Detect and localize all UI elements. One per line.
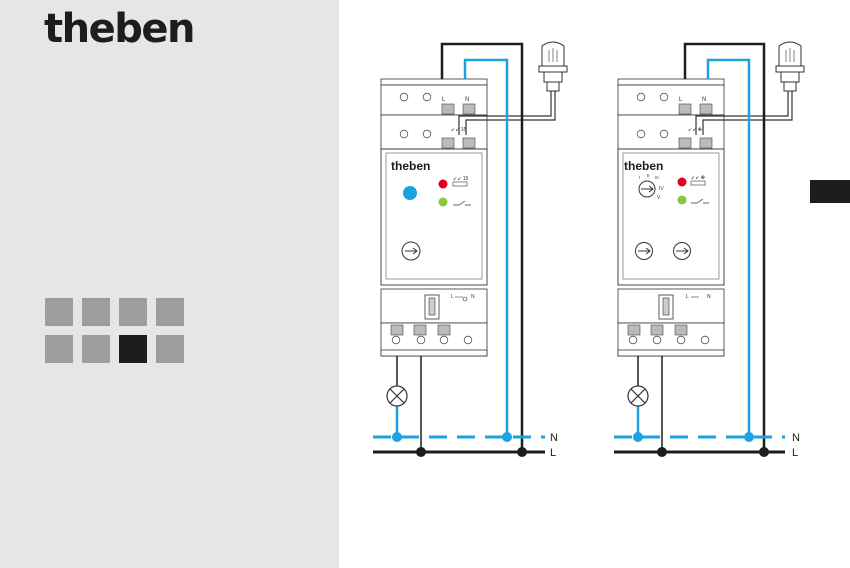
- terminal-screw: [392, 336, 400, 344]
- junction-dot: [502, 432, 512, 442]
- terminal-screw: [660, 93, 668, 101]
- light-sensor-2: [776, 42, 804, 91]
- bottom-l-label: L: [686, 294, 689, 300]
- terminal-screw: [677, 336, 685, 344]
- dial-mark: III: [655, 175, 659, 180]
- section-square: [119, 298, 147, 326]
- section-square: [45, 298, 73, 326]
- light-sensor-1: [539, 42, 567, 91]
- section-square: [82, 298, 110, 326]
- terminal-screw: [653, 336, 661, 344]
- section-square: [45, 335, 73, 363]
- junction-dot: [759, 447, 769, 457]
- terminal-screw: [423, 130, 431, 138]
- wiring-diagram: L N ↙↙ 15 theben ↙↙ 15 L N: [339, 0, 850, 568]
- blue-indicator: [403, 186, 417, 200]
- terminal-screw: [400, 130, 408, 138]
- junction-dot: [416, 447, 426, 457]
- terminal-screw: [464, 336, 472, 344]
- bottom-n-label: N: [707, 294, 711, 300]
- lamp-1: [387, 386, 407, 406]
- l-line-label: L: [550, 447, 556, 459]
- terminal-screw: [637, 93, 645, 101]
- junction-dot: [517, 447, 527, 457]
- section-square: [156, 298, 184, 326]
- junction-dot: [633, 432, 643, 442]
- theben-logo: theben: [44, 6, 194, 52]
- terminal-screw: [417, 336, 425, 344]
- lux-dial[interactable]: [636, 243, 653, 260]
- terminal-n-label: N: [465, 97, 469, 103]
- n-line-label: N: [792, 432, 800, 444]
- bottom-n-label: N: [471, 294, 475, 300]
- adjustment-dial[interactable]: [402, 242, 420, 260]
- red-led: [678, 178, 687, 187]
- section-square-active: [119, 335, 147, 363]
- l-line-label: L: [792, 447, 798, 459]
- led-lux-label: ↙↙ 15: [453, 176, 469, 182]
- terminal-screw: [660, 130, 668, 138]
- terminal-screw: [440, 336, 448, 344]
- sensor-terminal-label: ↙↙ ✤: [688, 127, 702, 133]
- terminal-screw: [400, 93, 408, 101]
- terminal-screw: [637, 130, 645, 138]
- section-grid: [45, 298, 184, 363]
- lamp-2: [628, 386, 648, 406]
- section-square: [82, 335, 110, 363]
- device-brand: theben: [624, 159, 663, 173]
- bottom-l-label: L: [451, 294, 454, 300]
- device-brand: theben: [391, 159, 430, 173]
- delay-dial[interactable]: [674, 243, 691, 260]
- green-led: [678, 196, 687, 205]
- led-lux-label: ↙↙ ✤: [691, 175, 705, 181]
- dial-mark: I: [639, 175, 640, 180]
- red-led: [439, 180, 448, 189]
- mode-dial[interactable]: [639, 181, 655, 197]
- terminal-screw: [629, 336, 637, 344]
- green-led: [439, 198, 448, 207]
- terminal-screw: [701, 336, 709, 344]
- terminal-screw: [423, 93, 431, 101]
- junction-dot: [657, 447, 667, 457]
- dial-mark: II: [647, 173, 650, 178]
- n-line-label: N: [550, 432, 558, 444]
- terminal-n-label: N: [702, 97, 706, 103]
- left-panel: theben: [0, 0, 339, 568]
- dial-label-iv: IV: [659, 186, 664, 192]
- section-square: [156, 335, 184, 363]
- junction-dot: [392, 432, 402, 442]
- junction-dot: [744, 432, 754, 442]
